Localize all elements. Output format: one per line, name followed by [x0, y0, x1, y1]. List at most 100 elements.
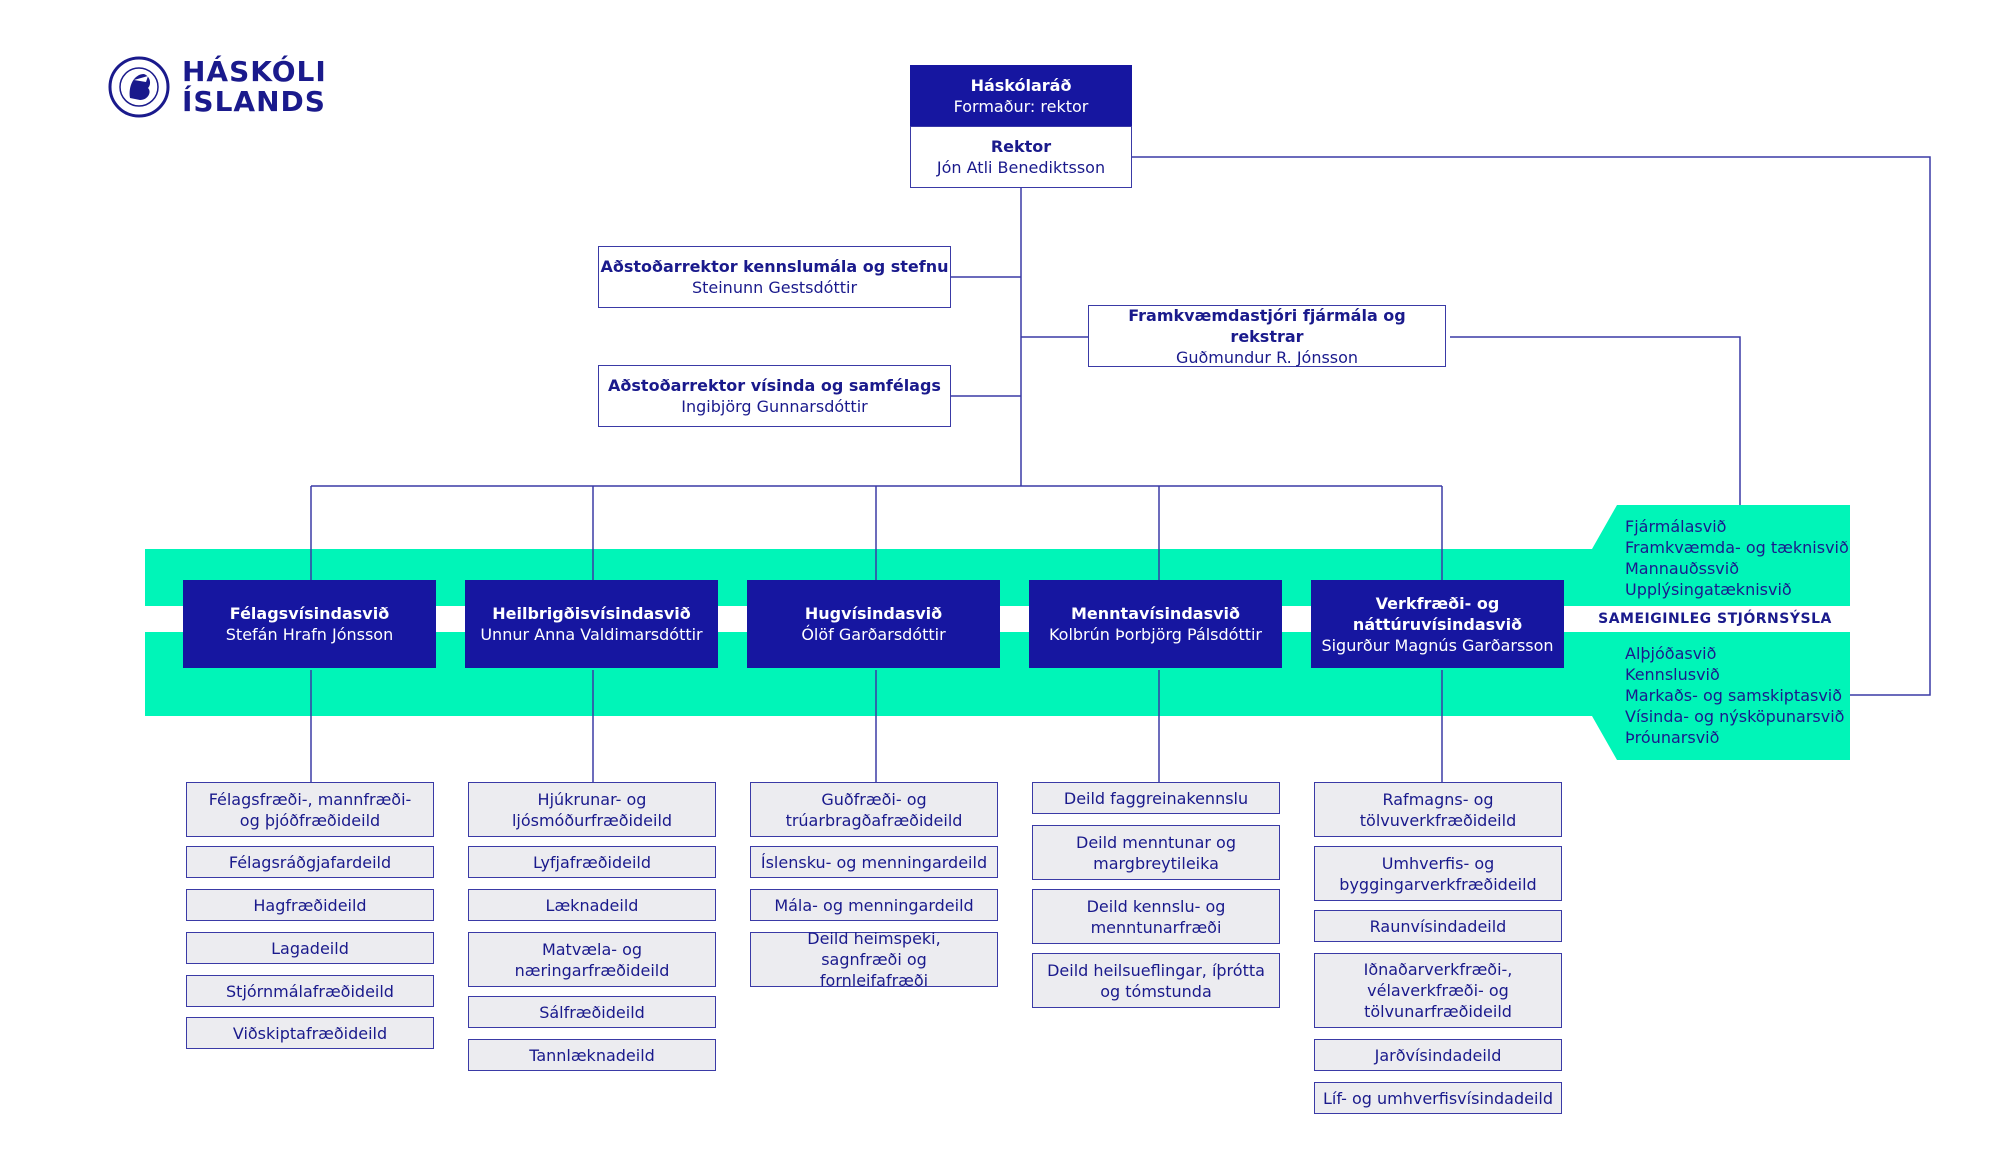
services-bottom-list: Alþjóðasvið Kennslusvið Markaðs- og sams… [1625, 643, 1844, 748]
department-box: Jarðvísindadeild [1314, 1039, 1562, 1071]
department-box: Læknadeild [468, 889, 716, 921]
vice-rector-science-box: Aðstoðarrektor vísinda og samfélags Ingi… [598, 365, 951, 427]
department-label: Hjúkrunar- og ljósmóðurfræðideild [511, 789, 673, 830]
vice-rector-title: Aðstoðarrektor vísinda og samfélags [608, 376, 941, 395]
department-label: Viðskiptafræðideild [232, 1023, 388, 1043]
department-box: Íslensku- og menningardeild [750, 846, 998, 878]
department-label: Félagsfræði-, mannfræði- og þjóðfræðidei… [208, 789, 412, 830]
department-box: Viðskiptafræðideild [186, 1017, 434, 1049]
department-box: Mála- og menningardeild [750, 889, 998, 921]
department-label: Iðnaðarverkfræði-, vélaverkfræði- og töl… [1363, 960, 1513, 1021]
department-box: Deild heimspeki, sagnfræði og fornleifaf… [750, 929, 998, 990]
school-title: Hugvísindasvið [804, 604, 943, 623]
department-box: Tannlæknadeild [468, 1039, 716, 1071]
university-logo: HÁSKÓLI ÍSLANDS [108, 56, 327, 118]
department-box: Sálfræðideild [468, 996, 716, 1028]
logo-line1: HÁSKÓLI [182, 55, 327, 88]
department-label: Deild heimspeki, sagnfræði og fornleifaf… [807, 929, 941, 990]
cfo-name: Guðmundur R. Jónsson [1175, 347, 1359, 367]
shared-administration-label: SAMEIGINLEG STJÓRNSÝSLA [1598, 611, 1832, 627]
department-label: Stjórnmálafræðideild [226, 981, 394, 1001]
council-box: Háskólaráð Formaður: rektor [910, 65, 1132, 126]
vice-rector-title: Aðstoðarrektor kennslumála og stefnu [600, 257, 949, 276]
department-label: Lagadeild [271, 938, 349, 958]
school-box: Verkfræði- og náttúruvísindasvið Sigurðu… [1311, 580, 1564, 668]
vice-rector-name: Ingibjörg Gunnarsdóttir [681, 397, 868, 416]
school-title: Félagsvísindasvið [229, 604, 390, 623]
department-box: Lagadeild [186, 932, 434, 964]
school-dean: Unnur Anna Valdimarsdóttir [480, 625, 703, 644]
department-label: Sálfræðideild [539, 1002, 645, 1022]
school-dean: Kolbrún Þorbjörg Pálsdóttir [1048, 625, 1263, 644]
school-title: Verkfræði- og náttúruvísindasvið [1352, 593, 1523, 634]
service-item: Alþjóðasvið [1625, 644, 1717, 663]
department-box: Hjúkrunar- og ljósmóðurfræðideild [468, 782, 716, 837]
cfo-box: Framkvæmdastjóri fjármála og rekstrar Gu… [1088, 305, 1446, 367]
department-label: Íslensku- og menningardeild [760, 852, 988, 872]
services-top-list: Fjármálasvið Framkvæmda- og tæknisvið Ma… [1625, 516, 1849, 600]
department-label: Umhverfis- og byggingarverkfræðideild [1339, 853, 1537, 894]
department-box: Deild menntunar og margbreytileika [1032, 825, 1280, 880]
service-item: Mannauðssvið [1625, 559, 1739, 578]
department-box: Deild faggreinakennslu [1032, 782, 1280, 814]
department-label: Guðfræði- og trúarbragðafræðideild [785, 789, 963, 830]
service-item: Kennslusvið [1625, 665, 1720, 684]
department-box: Raunvísindadeild [1314, 910, 1562, 942]
school-dean: Stefán Hrafn Jónsson [225, 625, 394, 644]
department-box: Deild heilsueflingar, íþrótta og tómstun… [1032, 953, 1280, 1008]
school-box: Hugvísindasvið Ólöf Garðarsdóttir [747, 580, 1000, 668]
department-box: Rafmagns- og tölvuverkfræðideild [1314, 782, 1562, 837]
department-label: Jarðvísindadeild [1374, 1045, 1502, 1065]
department-box: Lyfjafræðideild [468, 846, 716, 878]
department-box: Umhverfis- og byggingarverkfræðideild [1314, 846, 1562, 901]
department-box: Iðnaðarverkfræði-, vélaverkfræði- og töl… [1314, 953, 1562, 1028]
school-title: Heilbrigðisvísindasvið [492, 604, 691, 623]
service-item: Vísinda- og nýsköpunarsvið [1625, 707, 1845, 726]
department-label: Hagfræðideild [253, 895, 367, 915]
department-label: Lyfjafræðideild [533, 852, 651, 872]
department-label: Matvæla- og næringarfræðideild [514, 939, 670, 980]
school-box: Menntavísindasvið Kolbrún Þorbjörg Pálsd… [1029, 580, 1282, 668]
school-box: Félagsvísindasvið Stefán Hrafn Jónsson [183, 580, 436, 668]
department-box: Líf- og umhverfisvísindadeild [1314, 1082, 1562, 1114]
service-item: Framkvæmda- og tæknisvið [1625, 538, 1849, 557]
department-label: Deild kennslu- og menntunarfræði [1086, 896, 1226, 937]
department-box: Hagfræðideild [186, 889, 434, 921]
school-dean: Ólöf Garðarsdóttir [801, 625, 946, 644]
department-label: Raunvísindadeild [1369, 916, 1507, 936]
vice-rector-name: Steinunn Gestsdóttir [691, 278, 858, 297]
rector-name: Jón Atli Benediktsson [936, 158, 1106, 177]
logo-line2: ÍSLANDS [182, 85, 326, 118]
department-box: Guðfræði- og trúarbragðafræðideild [750, 782, 998, 837]
department-box: Félagsráðgjafardeild [186, 846, 434, 878]
rector-box: Rektor Jón Atli Benediktsson [910, 126, 1132, 188]
department-label: Læknadeild [545, 895, 639, 915]
service-item: Fjármálasvið [1625, 517, 1727, 536]
department-label: Mála- og menningardeild [774, 895, 974, 915]
department-label: Líf- og umhverfisvísindadeild [1322, 1088, 1554, 1108]
vice-rector-teaching-box: Aðstoðarrektor kennslumála og stefnu Ste… [598, 246, 951, 308]
service-item: Markaðs- og samskiptasvið [1625, 686, 1843, 705]
department-box: Félagsfræði-, mannfræði- og þjóðfræðidei… [186, 782, 434, 837]
department-label: Deild menntunar og margbreytileika [1076, 832, 1236, 873]
department-label: Deild heilsueflingar, íþrótta og tómstun… [1047, 960, 1265, 1001]
connector-lines [310, 156, 1931, 784]
school-title: Menntavísindasvið [1071, 604, 1240, 623]
council-sub: Formaður: rektor [953, 96, 1089, 116]
seal-icon [108, 56, 170, 118]
council-title: Háskólaráð [970, 75, 1072, 95]
department-box: Deild kennslu- og menntunarfræði [1032, 889, 1280, 944]
logo-wordmark: HÁSKÓLI ÍSLANDS [182, 57, 327, 117]
department-label: Deild faggreinakennslu [1063, 788, 1249, 808]
department-label: Tannlæknadeild [529, 1045, 655, 1065]
department-label: Rafmagns- og tölvuverkfræðideild [1359, 789, 1517, 830]
school-box: Heilbrigðisvísindasvið Unnur Anna Valdim… [465, 580, 718, 668]
department-box: Stjórnmálafræðideild [186, 975, 434, 1007]
service-item: Þróunarsvið [1625, 728, 1720, 747]
service-item: Upplýsingatæknisvið [1625, 580, 1792, 599]
rector-title: Rektor [990, 137, 1052, 156]
school-dean: Sigurður Magnús Garðarsson [1321, 635, 1554, 655]
cfo-title: Framkvæmdastjóri fjármála og rekstrar [1128, 305, 1406, 346]
department-box: Matvæla- og næringarfræðideild [468, 932, 716, 987]
department-label: Félagsráðgjafardeild [228, 852, 392, 872]
